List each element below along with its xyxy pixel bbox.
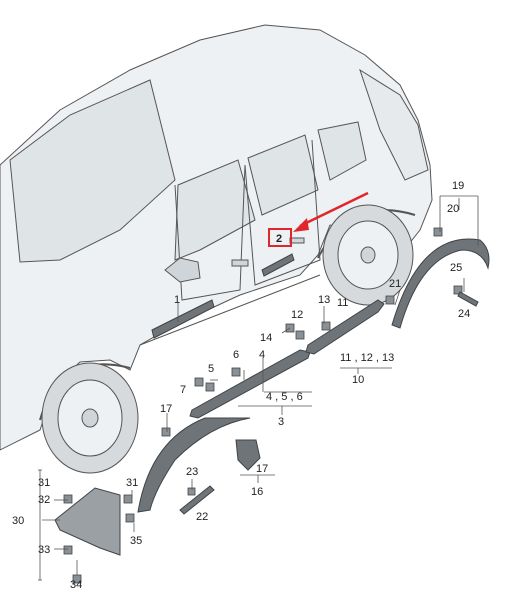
callout-32: 32 bbox=[38, 494, 50, 506]
callout-11: 11 bbox=[337, 297, 348, 309]
callout-31-right: 31 bbox=[126, 477, 138, 489]
leader-lines bbox=[38, 195, 479, 581]
vehicle-illustration bbox=[0, 24, 433, 451]
arch-extension bbox=[235, 439, 261, 471]
callout-2: 2 bbox=[276, 233, 282, 245]
callout-24: 24 bbox=[458, 308, 470, 320]
small-trim-22 bbox=[179, 485, 215, 515]
callout-4: 4 bbox=[259, 349, 265, 361]
callout-20: 20 bbox=[447, 203, 459, 215]
callout-33: 33 bbox=[38, 544, 50, 556]
callout-11-12-13: 11 , 12 , 13 bbox=[340, 352, 394, 364]
wheel-arch-trim-rear bbox=[391, 238, 490, 329]
sill-panel-rear bbox=[305, 299, 385, 355]
callout-7: 7 bbox=[180, 384, 186, 396]
sill-panel-front bbox=[189, 349, 311, 419]
callout-35: 35 bbox=[130, 535, 142, 547]
callout-1: 1 bbox=[174, 294, 180, 306]
door-trim-rear bbox=[261, 253, 295, 277]
callout-13: 13 bbox=[318, 294, 330, 306]
callout-3: 3 bbox=[278, 416, 284, 428]
rear-wheel-illustration bbox=[322, 204, 414, 306]
callout-17-lower: 17 bbox=[256, 463, 268, 475]
callout-21: 21 bbox=[389, 278, 401, 290]
underbody-panel bbox=[54, 487, 121, 556]
callout-17-upper: 17 bbox=[160, 403, 172, 415]
wheel-arch-trim-front bbox=[137, 417, 251, 513]
clip-part-24 bbox=[457, 291, 479, 307]
callout-34: 34 bbox=[70, 579, 82, 591]
callout-10: 10 bbox=[352, 374, 364, 386]
front-wheel-illustration bbox=[41, 362, 139, 474]
callout-31-left: 31 bbox=[38, 477, 50, 489]
callout-25: 25 bbox=[450, 262, 462, 274]
callout-16: 16 bbox=[251, 486, 263, 498]
callout-4-5-6: 4 , 5 , 6 bbox=[266, 391, 303, 403]
callout-23: 23 bbox=[186, 466, 198, 478]
callout-14: 14 bbox=[260, 332, 272, 344]
callout-30: 30 bbox=[12, 515, 24, 527]
callout-12: 12 bbox=[291, 309, 303, 321]
door-trim-front bbox=[151, 299, 215, 339]
highlight-box bbox=[268, 228, 292, 247]
callout-5: 5 bbox=[208, 363, 214, 375]
callout-6: 6 bbox=[233, 349, 239, 361]
callout-22: 22 bbox=[196, 511, 208, 523]
callout-19: 19 bbox=[452, 180, 464, 192]
highlight-arrow bbox=[268, 191, 369, 247]
